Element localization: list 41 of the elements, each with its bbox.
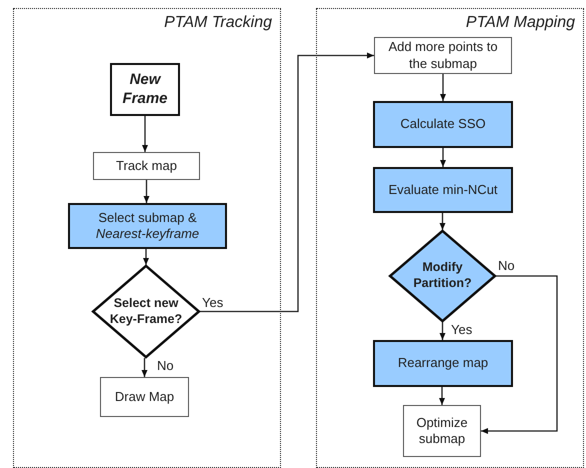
arrow <box>481 275 558 434</box>
process-box <box>373 101 513 148</box>
node-label: Calculate SSO <box>399 116 487 133</box>
panel-title: PTAM Mapping <box>466 13 575 33</box>
panel-box <box>13 8 281 468</box>
start-box <box>110 63 180 116</box>
process-box <box>93 152 200 180</box>
node-label: Track map <box>115 158 178 174</box>
node-label: Select new Key-Frame? <box>109 296 183 328</box>
decision-diamond <box>389 230 496 322</box>
arrow <box>439 387 445 405</box>
decision-diamond <box>92 265 200 358</box>
arrow <box>143 249 149 265</box>
edge-label: Yes <box>450 323 474 336</box>
arrow <box>440 213 446 230</box>
arrow <box>200 52 374 312</box>
panel-title: PTAM Tracking <box>164 13 272 33</box>
node-label: Evaluate min-NCut <box>387 182 499 198</box>
arrow <box>142 358 148 377</box>
arrow <box>144 180 150 203</box>
node-label: Modify Partition? <box>412 260 473 292</box>
arrow <box>142 116 148 152</box>
process-box <box>373 340 513 387</box>
node-label: New Frame <box>121 70 169 108</box>
arrow <box>440 74 446 101</box>
process-box <box>403 405 481 457</box>
node-label: Add more points to the submap <box>387 39 499 72</box>
node-label: Select submap & Nearest-keyframe <box>94 210 200 242</box>
edge-label: No <box>497 259 516 272</box>
process-box <box>373 167 513 213</box>
edge-label: No <box>156 359 175 372</box>
process-box <box>374 37 512 74</box>
panel-box <box>316 8 584 468</box>
arrow <box>440 148 446 167</box>
edge-label: Yes <box>201 296 224 309</box>
node-label: Rearrange map <box>396 355 490 372</box>
node-label: Optimize submap <box>415 414 469 448</box>
node-label: Draw Map <box>114 388 176 406</box>
process-box <box>100 377 189 417</box>
process-box <box>68 203 227 249</box>
arrow <box>440 322 446 340</box>
